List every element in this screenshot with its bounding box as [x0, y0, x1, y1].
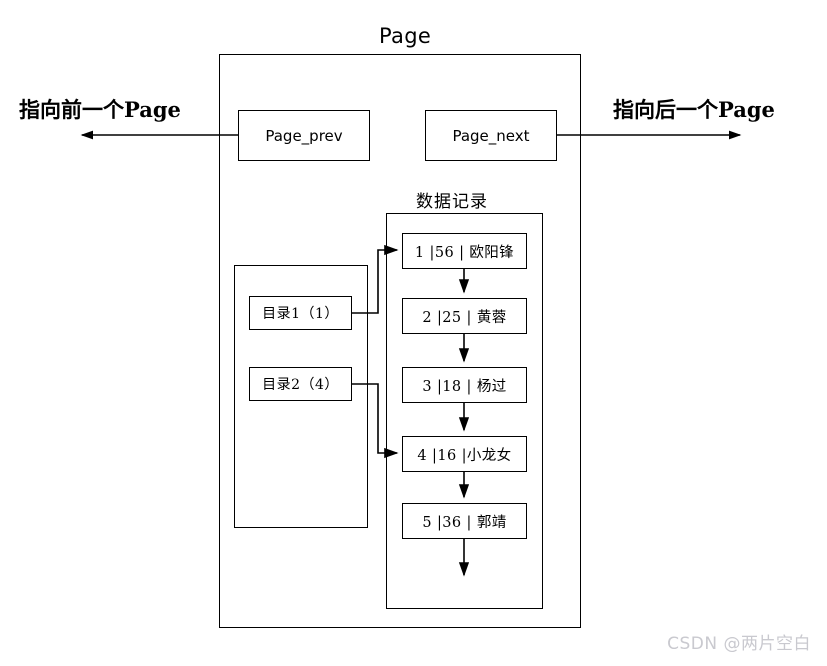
record-label-4: 4 |16 |小龙女 [417, 447, 512, 464]
directory-container [234, 265, 368, 528]
page-frame [219, 54, 581, 628]
watermark: CSDN @两片空白 [667, 634, 811, 654]
page-title: Page [379, 24, 432, 48]
record-label-1: 1 |56 | 欧阳锋 [414, 244, 515, 261]
page-next-node[interactable]: Page_next [425, 110, 557, 161]
records-container [386, 213, 543, 609]
record-node-5[interactable]: 5 |36 | 郭靖 [402, 503, 527, 539]
directory-2-connector [352, 383, 399, 459]
record-label-3: 3 |18 | 杨过 [422, 378, 507, 395]
page-prev-label: Page_prev [265, 126, 343, 145]
page-next-label: Page_next [452, 126, 530, 145]
directory-entry-2[interactable]: 目录2（4） [249, 367, 352, 401]
record-node-3[interactable]: 3 |18 | 杨过 [402, 367, 527, 403]
directory-entry-1[interactable]: 目录1（1） [249, 296, 352, 330]
directory-entry-1-label: 目录1（1） [262, 306, 339, 322]
page-prev-node[interactable]: Page_prev [238, 110, 370, 161]
records-section-title: 数据记录 [416, 192, 488, 212]
record-node-1[interactable]: 1 |56 | 欧阳锋 [402, 233, 527, 269]
next-page-note: 指向后一个Page [613, 97, 775, 122]
record-node-4[interactable]: 4 |16 |小龙女 [402, 436, 527, 472]
record-label-2: 2 |25 | 黄蓉 [422, 309, 507, 326]
directory-1-connector [352, 244, 399, 314]
prev-page-note: 指向前一个Page [19, 97, 181, 122]
record-label-5: 5 |36 | 郭靖 [422, 514, 507, 531]
record-node-2[interactable]: 2 |25 | 黄蓉 [402, 298, 527, 334]
directory-entry-2-label: 目录2（4） [262, 377, 339, 393]
